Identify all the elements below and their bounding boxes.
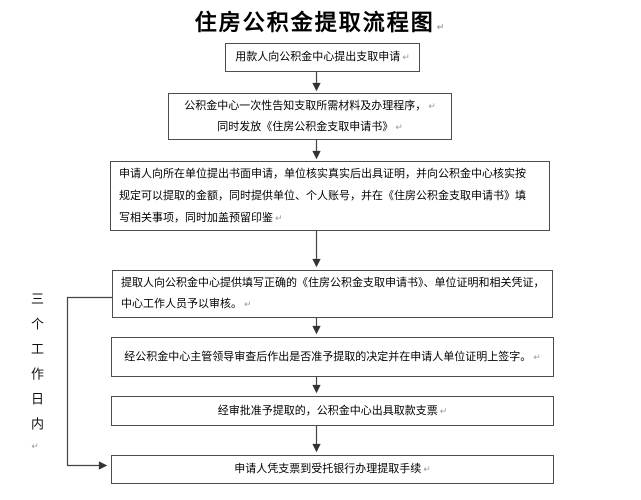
step-3-line-1: 申请人向所在单位提出书面申请，单位核实真实后出具证明，并向公积金中心核实按: [119, 163, 541, 185]
paragraph-mark: ↵: [423, 464, 431, 474]
paragraph-mark: ↵: [275, 213, 283, 223]
paragraph-mark: ↵: [439, 405, 448, 416]
step-3-line-1-text: 申请人向所在单位提出书面申请，单位核实真实后出具证明，并向公积金中心核实按: [119, 168, 526, 180]
step-3-line-3: 写相关事项，同时加盖预留印鉴↵: [119, 207, 541, 229]
step-4-line-2: 中心工作人员予以审核。↵: [121, 294, 544, 315]
step-3-line-3-text: 写相关事项，同时加盖预留印鉴: [119, 212, 273, 224]
paragraph-mark: ↵: [244, 299, 252, 309]
step-7-line-1: 申请人凭支票到受托银行办理提取手续: [234, 463, 422, 475]
side-label-text: 三个工作日内: [29, 292, 44, 442]
paragraph-mark: ↵: [395, 121, 403, 132]
step-3-box: 申请人向所在单位提出书面申请，单位核实真实后出具证明，并向公积金中心核实按 规定…: [110, 161, 550, 231]
step-4-line-1-text: 提取人向公积金中心提供填写正确的《住房公积金支取申请书》、单位证明和相关凭证，: [121, 277, 545, 289]
page-title-text: 住房公积金提取流程图: [194, 10, 435, 35]
step-4-line-2-text: 中心工作人员予以审核。: [121, 298, 242, 310]
step-1-text: 用款人向公积金中心提出支取申请↵: [226, 47, 419, 68]
step-6-text: 经审批准予提取的，公积金中心出具取款支票↵: [112, 401, 553, 422]
bracket-step4-to-step7: [66, 296, 112, 470]
step-5-box: 经公积金中心主管领导审查后作出是否准予提取的决定并在申请人单位证明上签字。↵: [111, 337, 554, 377]
paragraph-mark: ↵: [436, 22, 447, 32]
step-2-line-1-text: 公积金中心一次性告知支取所需材料及办理程序，: [184, 99, 427, 112]
step-1-box: 用款人向公积金中心提出支取申请↵: [225, 43, 420, 72]
step-5-text: 经公积金中心主管领导审查后作出是否准予提取的决定并在申请人单位证明上签字。↵: [112, 347, 553, 368]
step-3-line-2: 规定可以提取的金额，同时提供单位、个人账号，并在《住房公积金支取申请书》填: [119, 185, 541, 207]
step-4-line-1: 提取人向公积金中心提供填写正确的《住房公积金支取申请书》、单位证明和相关凭证，: [121, 273, 545, 294]
step-2-line-2-text: 同时发放《住房公积金支取申请书》: [217, 120, 394, 133]
step-2-line-2: 同时发放《住房公积金支取申请书》↵: [169, 117, 451, 138]
step-5-line-1: 经公积金中心主管领导审查后作出是否准予提取的决定并在申请人单位证明上签字。: [124, 350, 532, 363]
paragraph-mark: ↵: [31, 442, 41, 452]
step-1-line-1: 用款人向公积金中心提出支取申请: [235, 51, 401, 63]
step-4-box: 提取人向公积金中心提供填写正确的《住房公积金支取申请书》、单位证明和相关凭证， …: [112, 270, 553, 318]
step-2-line-1: 公积金中心一次性告知支取所需材料及办理程序，↵: [169, 96, 451, 117]
step-7-box: 申请人凭支票到受托银行办理提取手续↵: [111, 455, 554, 484]
paragraph-mark: ↵: [533, 351, 541, 362]
step-6-line-1: 经审批准予提取的，公积金中心出具取款支票: [217, 404, 438, 417]
paragraph-mark: ↵: [428, 100, 436, 111]
step-6-box: 经审批准予提取的，公积金中心出具取款支票↵: [111, 396, 554, 426]
step-2-box: 公积金中心一次性告知支取所需材料及办理程序，↵ 同时发放《住房公积金支取申请书》…: [168, 93, 452, 140]
step-7-text: 申请人凭支票到受托银行办理提取手续↵: [112, 459, 553, 480]
paragraph-mark: ↵: [402, 52, 410, 62]
page-title: 住房公积金提取流程图↵: [0, 5, 641, 37]
step-3-line-2-text: 规定可以提取的金额，同时提供单位、个人账号，并在《住房公积金支取申请书》填: [119, 190, 526, 202]
side-label-three-working-days: 三个工作日内↵: [27, 292, 45, 452]
